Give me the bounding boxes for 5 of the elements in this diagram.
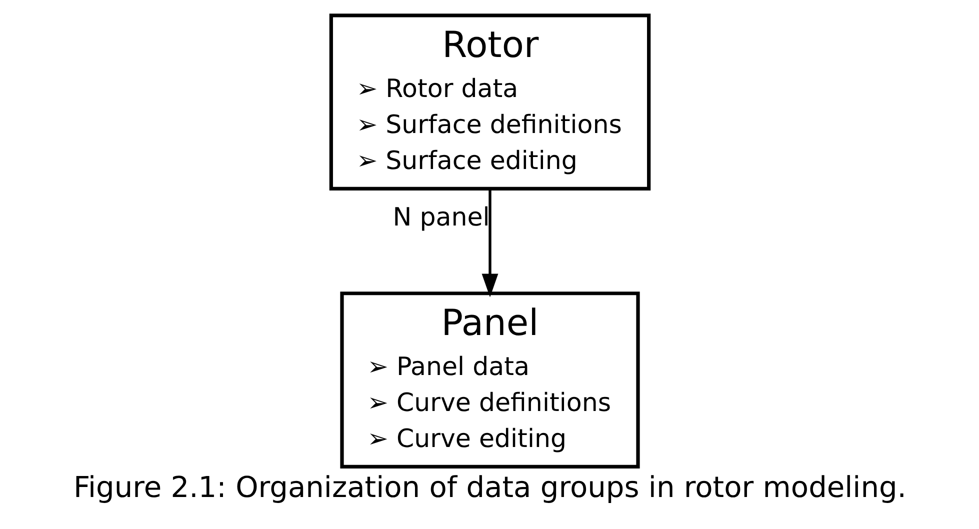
node-box: Rotor ➢ Rotor data ➢ Surface definitions ➢ Surface editing — [328, 14, 650, 190]
arrow — [481, 189, 498, 298]
node-box: Panel ➢ Panel data ➢ Curve definitions ➢ Curve editing — [340, 292, 640, 468]
caption: Figure 2.1: Organization of data groups in rotor modeling. — [73, 470, 906, 504]
edge-label: N panel — [392, 202, 490, 232]
